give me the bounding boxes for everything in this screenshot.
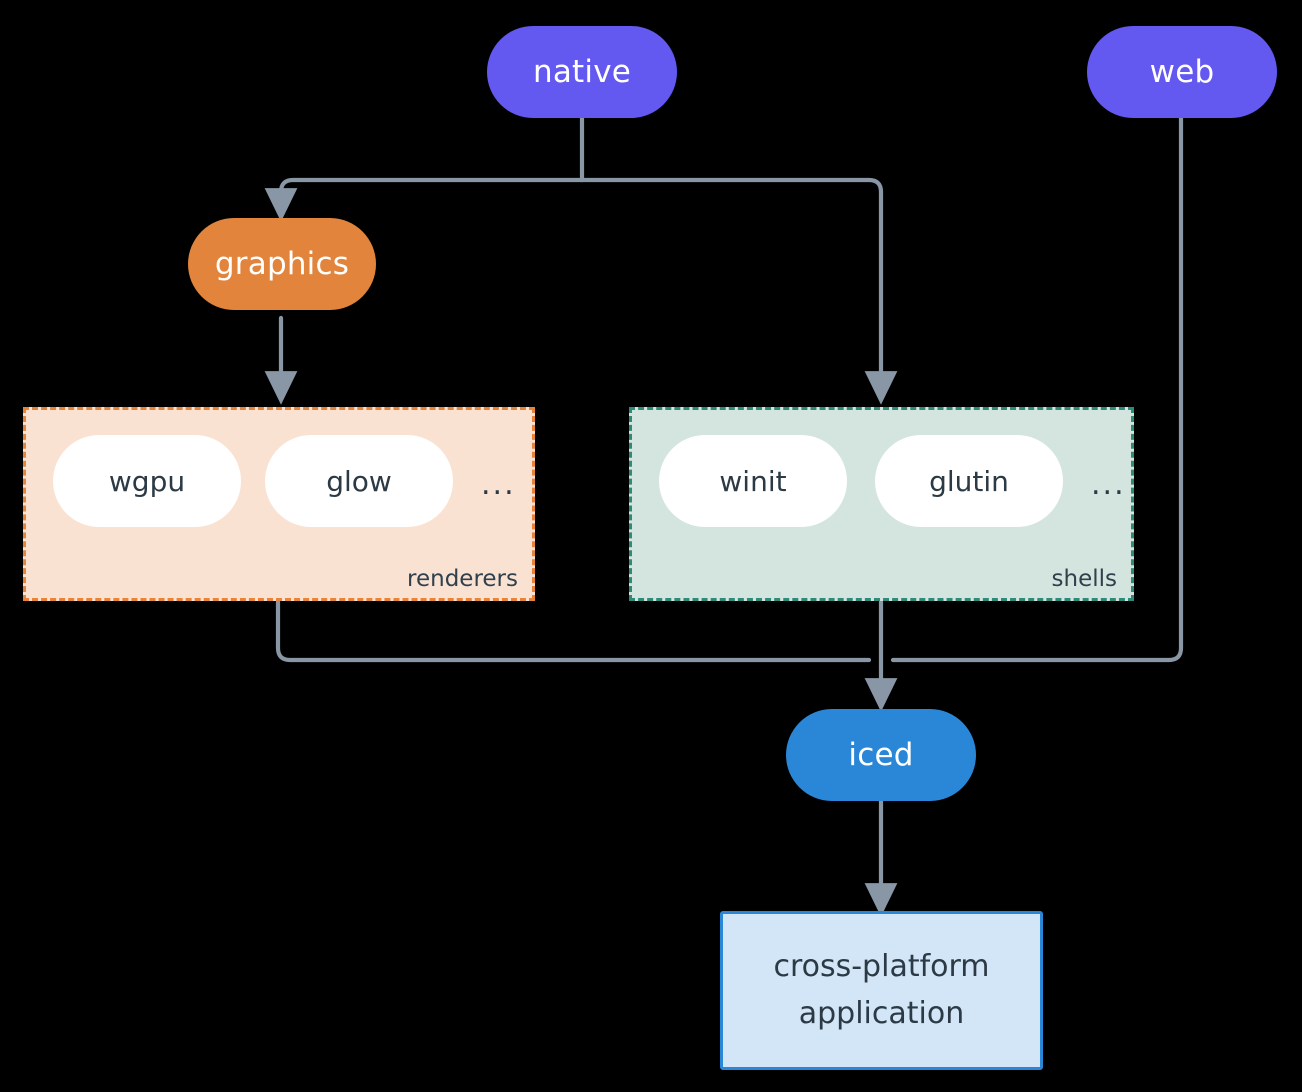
node-native-label: native <box>532 54 632 90</box>
node-application[interactable]: cross-platform application <box>720 911 1043 1070</box>
node-web-label: web <box>1149 54 1215 90</box>
renderers-ellipsis: ... <box>481 467 516 502</box>
edge-native-to-graphics <box>264 177 585 222</box>
node-native[interactable]: native <box>487 26 677 118</box>
group-shells: winit glutin ... shells <box>629 407 1134 601</box>
node-application-line2: application <box>798 995 965 1031</box>
group-renderers-label: renderers <box>407 566 518 592</box>
shells-ellipsis: ... <box>1091 467 1126 502</box>
node-application-line1: cross-platform <box>773 949 990 984</box>
sub-pill-glow-label: glow <box>326 464 392 498</box>
sub-pill-glutin-label: glutin <box>929 464 1009 498</box>
node-web[interactable]: web <box>1087 26 1277 118</box>
edge-native-to-shells <box>579 177 898 405</box>
sub-pill-wgpu-label: wgpu <box>108 464 186 498</box>
group-shells-label: shells <box>1051 566 1117 592</box>
node-graphics-label: graphics <box>214 246 350 282</box>
edge-web-to-iced <box>890 115 1184 663</box>
sub-pill-winit[interactable]: winit <box>659 435 847 527</box>
sub-pill-wgpu[interactable]: wgpu <box>53 435 241 527</box>
sub-pill-winit-label: winit <box>719 464 787 498</box>
sub-pill-glow[interactable]: glow <box>265 435 453 527</box>
node-iced[interactable]: iced <box>786 709 976 801</box>
sub-pill-glutin[interactable]: glutin <box>875 435 1063 527</box>
group-renderers: wgpu glow ... renderers <box>23 407 535 601</box>
node-iced-label: iced <box>848 737 914 773</box>
edge-renderers-to-iced <box>275 599 872 663</box>
node-graphics[interactable]: graphics <box>188 218 376 310</box>
